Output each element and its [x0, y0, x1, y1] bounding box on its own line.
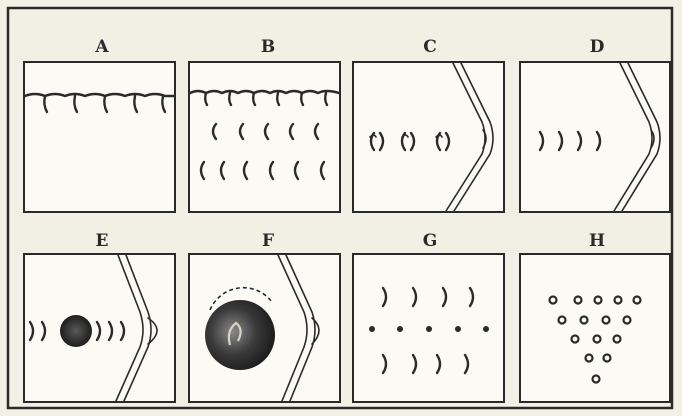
panel-a-frame	[24, 62, 175, 212]
panel-g-label: G	[423, 231, 438, 251]
panel-b-label: B	[261, 37, 275, 57]
panel-e: E	[24, 231, 175, 402]
panel-e-label: E	[96, 231, 109, 251]
panel-a-label: A	[94, 37, 109, 57]
panel-g: G	[353, 231, 504, 402]
panel-e-dark-blob	[60, 315, 92, 347]
panel-c: C	[353, 37, 504, 212]
panel-b: B	[189, 37, 340, 212]
panel-c-label: C	[423, 37, 437, 57]
panel-d: D	[520, 37, 670, 212]
panel-a: A	[24, 37, 175, 212]
panel-h-label: H	[589, 231, 605, 251]
panel-f-label: F	[262, 231, 274, 251]
panel-f: F	[189, 231, 340, 402]
panel-d-label: D	[590, 37, 605, 57]
panel-h-frame	[520, 254, 670, 402]
panel-h: H	[520, 231, 670, 402]
